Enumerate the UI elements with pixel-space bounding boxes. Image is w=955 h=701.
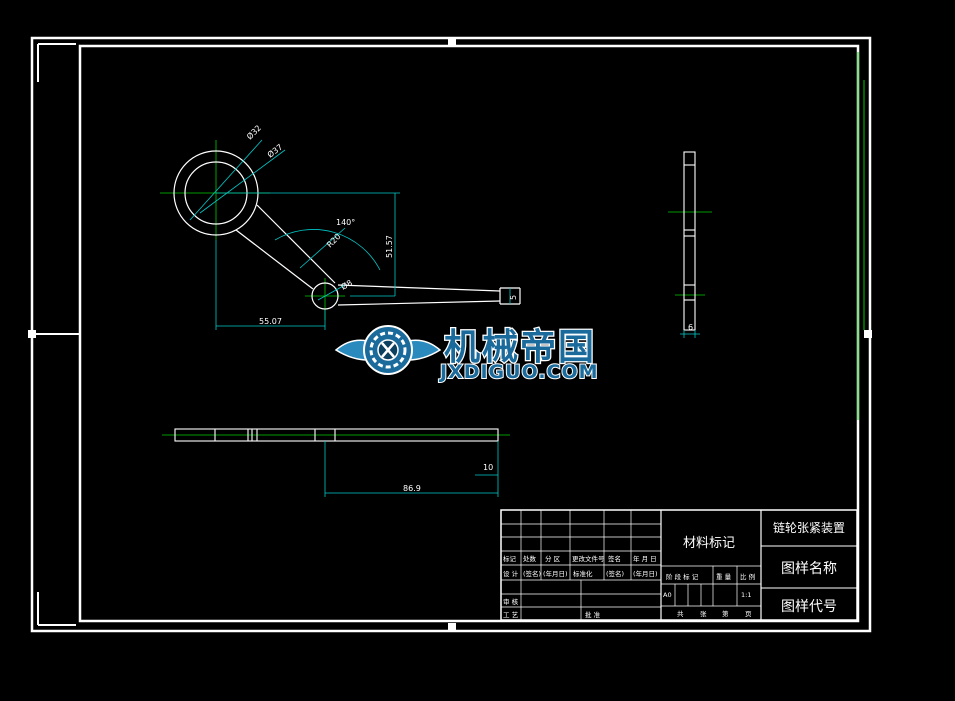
tb-row4-0: 工 艺 bbox=[503, 611, 519, 619]
dim-end-thickness: 5 bbox=[509, 295, 518, 300]
dim-length: 86.9 bbox=[403, 484, 421, 493]
tb-row2-4: (签名) bbox=[606, 569, 624, 578]
dim-dia-small: Ø8 bbox=[339, 277, 354, 291]
drawing-code: 图样代号 bbox=[781, 599, 837, 615]
dim-offset: 10 bbox=[483, 463, 493, 472]
tb-sheet-2: 第 bbox=[722, 609, 729, 618]
dim-width: 55.07 bbox=[259, 317, 282, 326]
tb-sheet-0: 共 bbox=[677, 609, 684, 618]
tb-row2-5: (年月日) bbox=[633, 569, 658, 578]
tb-row1-2: 分 区 bbox=[545, 554, 561, 563]
tb-sheet-1: 张 bbox=[700, 609, 707, 618]
tb-stage-header-0: 阶 段 标 记 bbox=[666, 572, 699, 581]
tb-row2-0: 设 计 bbox=[503, 569, 519, 578]
drawing-name: 图样名称 bbox=[781, 561, 837, 577]
dim-height: 51.57 bbox=[385, 235, 394, 258]
tb-row2-2: (年月日) bbox=[543, 569, 568, 578]
front-view: Ø32 Ø37 140° R20 Ø8 51.57 55.07 5 bbox=[160, 123, 521, 330]
tb-row1-1: 处数 bbox=[523, 554, 537, 563]
watermark-logo: 机械帝国 JXDIGUO.COM bbox=[334, 325, 599, 384]
tb-sheet-3: 页 bbox=[745, 610, 752, 618]
dim-side-thickness: 6 bbox=[688, 323, 693, 332]
top-view: 86.9 10 bbox=[162, 428, 510, 497]
material-mark: 材料标记 bbox=[683, 536, 735, 551]
tb-stage-header-1: 重 量 bbox=[716, 573, 732, 581]
tb-stage-mark: A0 bbox=[663, 591, 672, 599]
tb-stage-header-2: 比 例 bbox=[740, 572, 755, 581]
tb-row1-3: 更改文件号 bbox=[572, 554, 605, 563]
dim-dia-inner: Ø37 bbox=[265, 142, 284, 160]
dim-dia-outer: Ø32 bbox=[244, 123, 263, 142]
green-margin-lines bbox=[857, 52, 865, 420]
tb-row1-0: 标记 bbox=[503, 554, 517, 563]
watermark-text-en: JXDIGUO.COM bbox=[438, 361, 599, 383]
side-view: 6 bbox=[668, 151, 712, 338]
tb-scale: 1:1 bbox=[741, 591, 751, 599]
tb-row1-4: 签名 bbox=[608, 554, 621, 563]
title-block: 材料标记 链轮张紧装置 图样名称 图样代号 标记 处数 分 区 更改文件号 签名… bbox=[500, 509, 858, 621]
wing-gear-icon bbox=[334, 325, 442, 375]
watermark-text-cn: 机械帝国 bbox=[444, 327, 596, 368]
tb-row1-5: 年 月 日 bbox=[633, 554, 657, 563]
tb-row2-3: 标准化 bbox=[573, 569, 593, 578]
dim-angle: 140° bbox=[336, 218, 355, 227]
tb-row3-0: 审 核 bbox=[503, 597, 519, 606]
tb-row4-1: 批 准 bbox=[585, 610, 601, 619]
drawing-title: 链轮张紧装置 bbox=[773, 520, 845, 535]
tb-row2-1: (签名) bbox=[523, 569, 541, 578]
